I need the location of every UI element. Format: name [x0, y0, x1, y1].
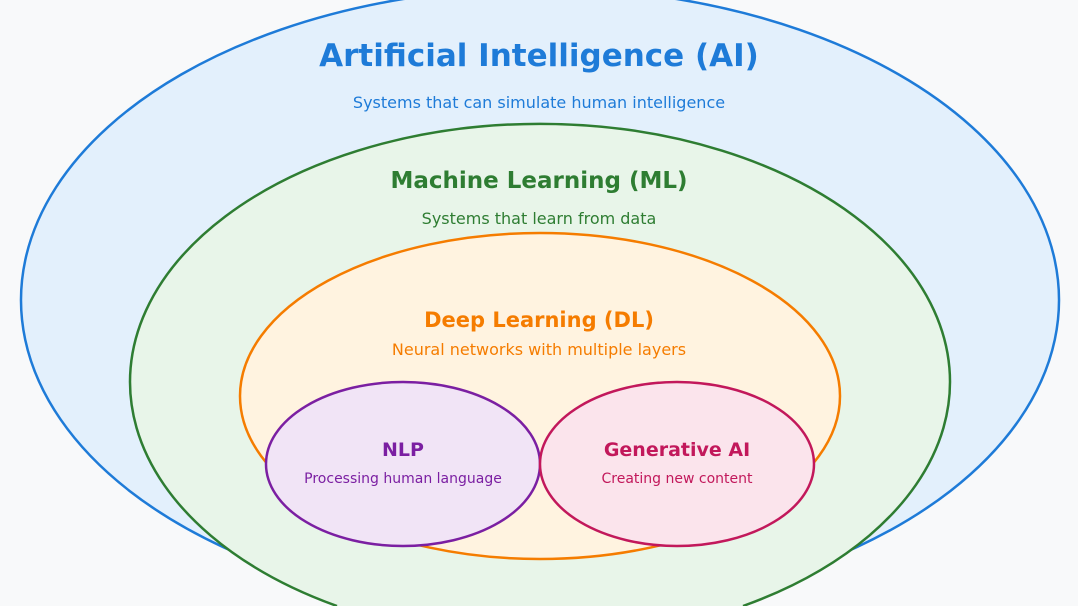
ai-subtitle: Systems that can simulate human intellig… — [352, 93, 726, 112]
nlp-subtitle: Processing human language — [304, 471, 502, 487]
ml-title: Machine Learning (ML) — [390, 168, 688, 194]
genai-subtitle: Creating new content — [601, 471, 753, 487]
ml-subtitle: Systems that learn from data — [421, 209, 657, 228]
ai-ellipse — [19, 0, 1061, 606]
dl-subtitle: Neural networks with multiple layers — [391, 340, 687, 359]
nlp-ellipse — [264, 380, 542, 548]
genai-title: Generative AI — [603, 439, 751, 461]
genai-ellipse — [538, 380, 816, 548]
nlp-title: NLP — [382, 439, 424, 461]
ml-ellipse — [128, 122, 952, 606]
dl-title: Deep Learning (DL) — [424, 308, 654, 332]
ai-title: Artificial Intelligence (AI) — [319, 38, 759, 74]
